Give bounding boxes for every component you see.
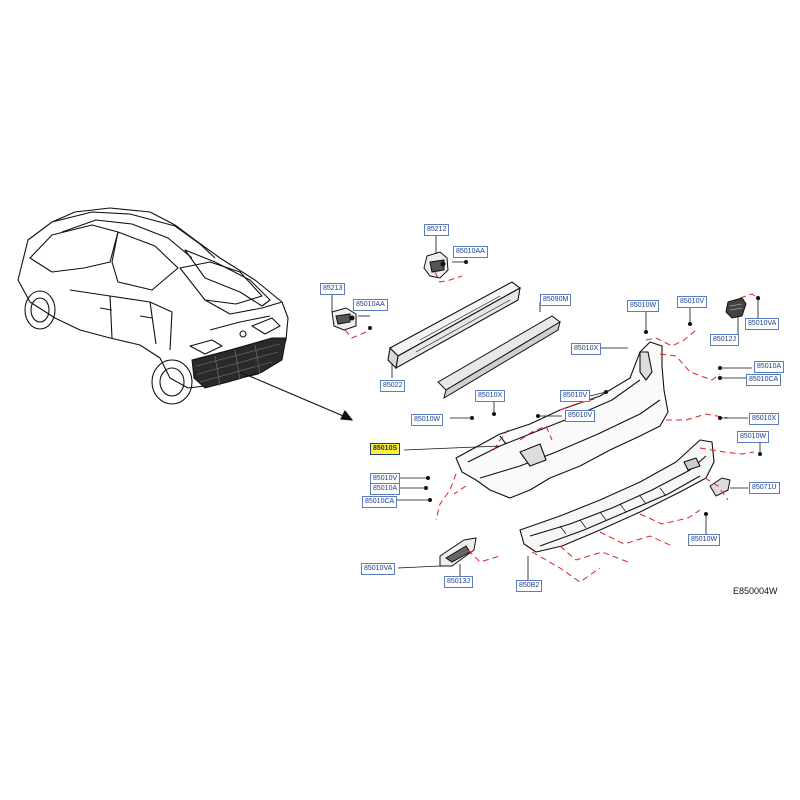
label-85010V-a[interactable]: 85010V: [677, 296, 708, 308]
label-85010X-a[interactable]: 85010X: [571, 343, 602, 355]
label-85010W-d[interactable]: 85010W: [688, 534, 721, 546]
bracket-85013J: [439, 537, 477, 567]
label-850B2[interactable]: 850B2: [516, 580, 543, 592]
label-85071U[interactable]: 85071U: [749, 482, 780, 494]
label-85010CA-b[interactable]: 85010CA: [362, 496, 398, 508]
label-85090M[interactable]: 85090M: [540, 294, 572, 306]
label-85013J[interactable]: 85013J: [444, 576, 473, 588]
car-overview: [17, 207, 289, 405]
absorber-85090M: [437, 315, 561, 400]
label-85213[interactable]: 85213: [320, 283, 346, 295]
leader-lines: [331, 234, 761, 580]
label-85212[interactable]: 85212: [424, 224, 450, 236]
label-85010V-b[interactable]: 85010V: [560, 390, 591, 402]
label-85010CA-a[interactable]: 85010CA: [746, 374, 782, 386]
label-85022[interactable]: 85022: [380, 380, 406, 392]
label-85010AA-top[interactable]: 85010AA: [453, 246, 488, 258]
label-85010W-c[interactable]: 85010W: [737, 431, 770, 443]
label-85010W-a[interactable]: 85010W: [627, 300, 660, 312]
label-85010X-c[interactable]: 85010X: [749, 413, 780, 425]
dashed-reference-lines: [344, 271, 761, 583]
label-85010V-c[interactable]: 85010V: [565, 410, 596, 422]
label-85010X-b[interactable]: 85010X: [475, 390, 506, 402]
reflector-85071U: [709, 477, 731, 497]
diagram-code: E850004W: [733, 586, 778, 596]
label-85012J[interactable]: 85012J: [710, 334, 739, 346]
bracket-85212: [423, 251, 449, 279]
reinforcement-85022: [387, 281, 522, 370]
car-bumper-grid: [195, 343, 281, 387]
label-85010VA-a[interactable]: 85010VA: [745, 318, 780, 330]
lower-cover-850B2: [519, 439, 715, 553]
label-85010AA-left[interactable]: 85010AA: [353, 299, 388, 311]
label-85010A-b[interactable]: 85010A: [370, 483, 401, 495]
pointer-arrow: [239, 371, 354, 421]
grommet-85012J: [725, 297, 747, 319]
label-85010A-a[interactable]: 85010A: [754, 361, 785, 373]
label-85010W-b[interactable]: 85010W: [411, 414, 444, 426]
bumper-fascia-85010S: [455, 341, 669, 499]
label-85010S-highlighted[interactable]: 85010S: [370, 443, 401, 455]
label-85010VA-b[interactable]: 85010VA: [361, 563, 396, 575]
bracket-85213: [331, 307, 357, 331]
fastener-dots: [368, 260, 762, 516]
